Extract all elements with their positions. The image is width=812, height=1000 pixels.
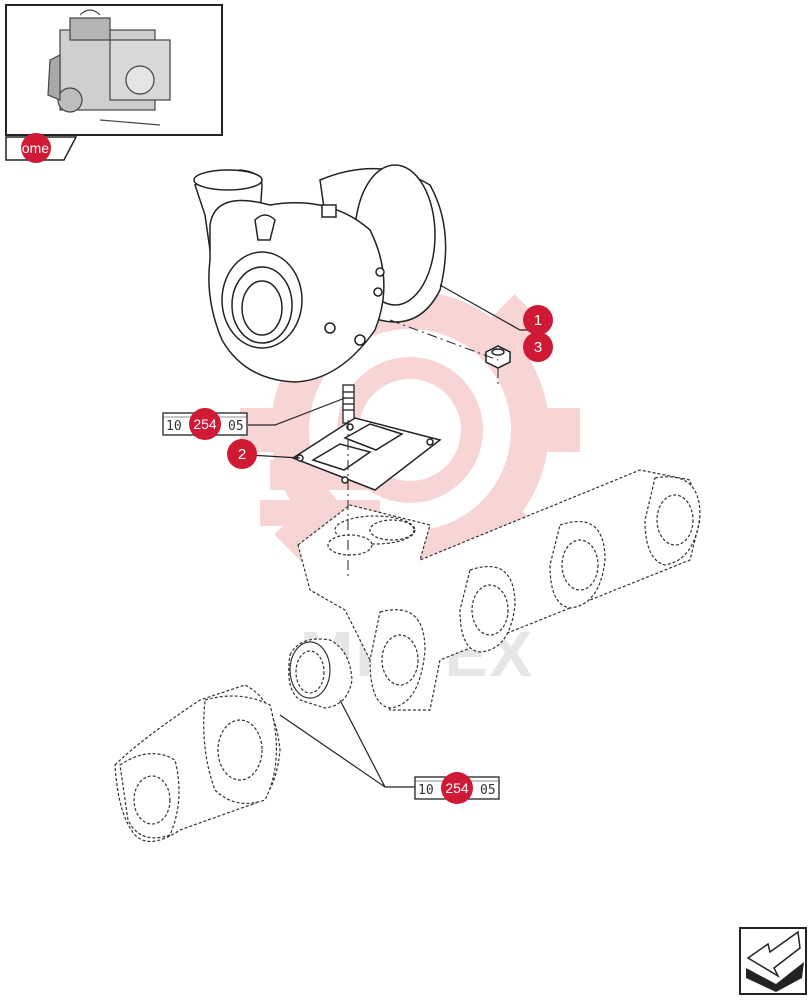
stud-drawing bbox=[342, 384, 355, 424]
ref-2-number: 254 bbox=[445, 780, 469, 796]
gasket-drawing bbox=[291, 417, 442, 491]
next-page-arrow-icon bbox=[746, 930, 804, 992]
ref-1-prefix: 10 bbox=[166, 419, 182, 434]
callout-3[interactable]: 3 bbox=[523, 332, 553, 362]
reference-link-2[interactable]: 10 05 254 bbox=[414, 772, 500, 804]
nut-drawing bbox=[485, 345, 511, 369]
ref-1-number: 254 bbox=[193, 416, 217, 432]
ref-1-suffix: 05 bbox=[228, 419, 244, 434]
leader-lines bbox=[248, 284, 538, 788]
sleeve-drawing bbox=[288, 638, 353, 709]
ref-2-suffix: 05 bbox=[480, 783, 496, 798]
home-thumbnail[interactable] bbox=[5, 4, 223, 136]
ref-2-prefix: 10 bbox=[418, 783, 434, 798]
callout-2-label: 2 bbox=[238, 446, 246, 463]
exhaust-manifold-drawing bbox=[297, 469, 701, 711]
callout-2[interactable]: 2 bbox=[227, 439, 257, 469]
callout-3-label: 3 bbox=[534, 339, 542, 356]
home-button[interactable]: home bbox=[5, 133, 78, 163]
next-page-button[interactable] bbox=[739, 927, 807, 995]
exhaust-elbow-drawing bbox=[114, 684, 281, 842]
callout-1[interactable]: 1 bbox=[523, 305, 553, 335]
reference-link-1[interactable]: 10 05 254 bbox=[162, 408, 248, 440]
turbocharger-drawing bbox=[193, 164, 447, 383]
callout-1-label: 1 bbox=[534, 312, 542, 329]
engine-thumbnail-icon bbox=[47, 9, 171, 126]
home-label: home bbox=[14, 140, 49, 156]
assembly-lines bbox=[347, 319, 499, 580]
